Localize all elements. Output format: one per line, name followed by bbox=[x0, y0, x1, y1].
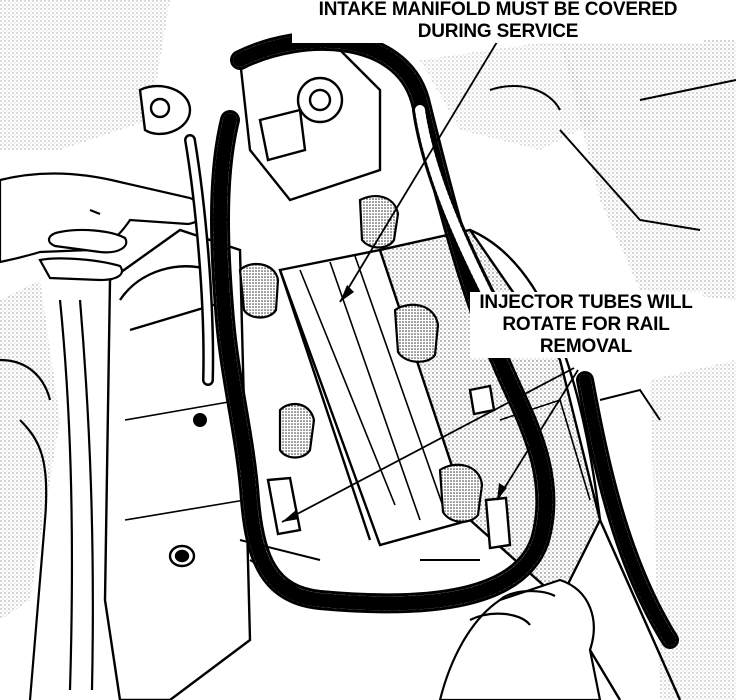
wire-harness bbox=[184, 31, 679, 649]
callout-intake-manifold: INTAKE MANIFOLD MUST BE COVERED DURING S… bbox=[292, 0, 704, 43]
callout-injector-line2: ROTATE FOR RAIL bbox=[502, 314, 670, 335]
leader-lines bbox=[281, 41, 579, 523]
callout-intake-line2: DURING SERVICE bbox=[417, 21, 579, 42]
leader-intake bbox=[339, 41, 498, 303]
hand-top-left bbox=[0, 172, 203, 282]
fender-edge bbox=[0, 299, 94, 700]
engine-details bbox=[193, 79, 736, 591]
hand-bottom-right bbox=[438, 578, 602, 700]
callout-injector-line3: REMOVAL bbox=[539, 336, 633, 357]
callout-injector-tubes: INJECTOR TUBES WILL ROTATE FOR RAIL REMO… bbox=[470, 292, 702, 358]
callout-intake-line1: INTAKE MANIFOLD MUST BE COVERED bbox=[318, 0, 678, 20]
throttle-body bbox=[138, 38, 382, 202]
fuel-injectors bbox=[238, 195, 484, 523]
leader-arrowheads bbox=[282, 285, 507, 522]
fuel-rail bbox=[278, 248, 472, 547]
leader-injector-left bbox=[281, 367, 575, 523]
leader-injector-right bbox=[496, 369, 579, 501]
callout-injector-line1: INJECTOR TUBES WILL bbox=[479, 292, 693, 313]
